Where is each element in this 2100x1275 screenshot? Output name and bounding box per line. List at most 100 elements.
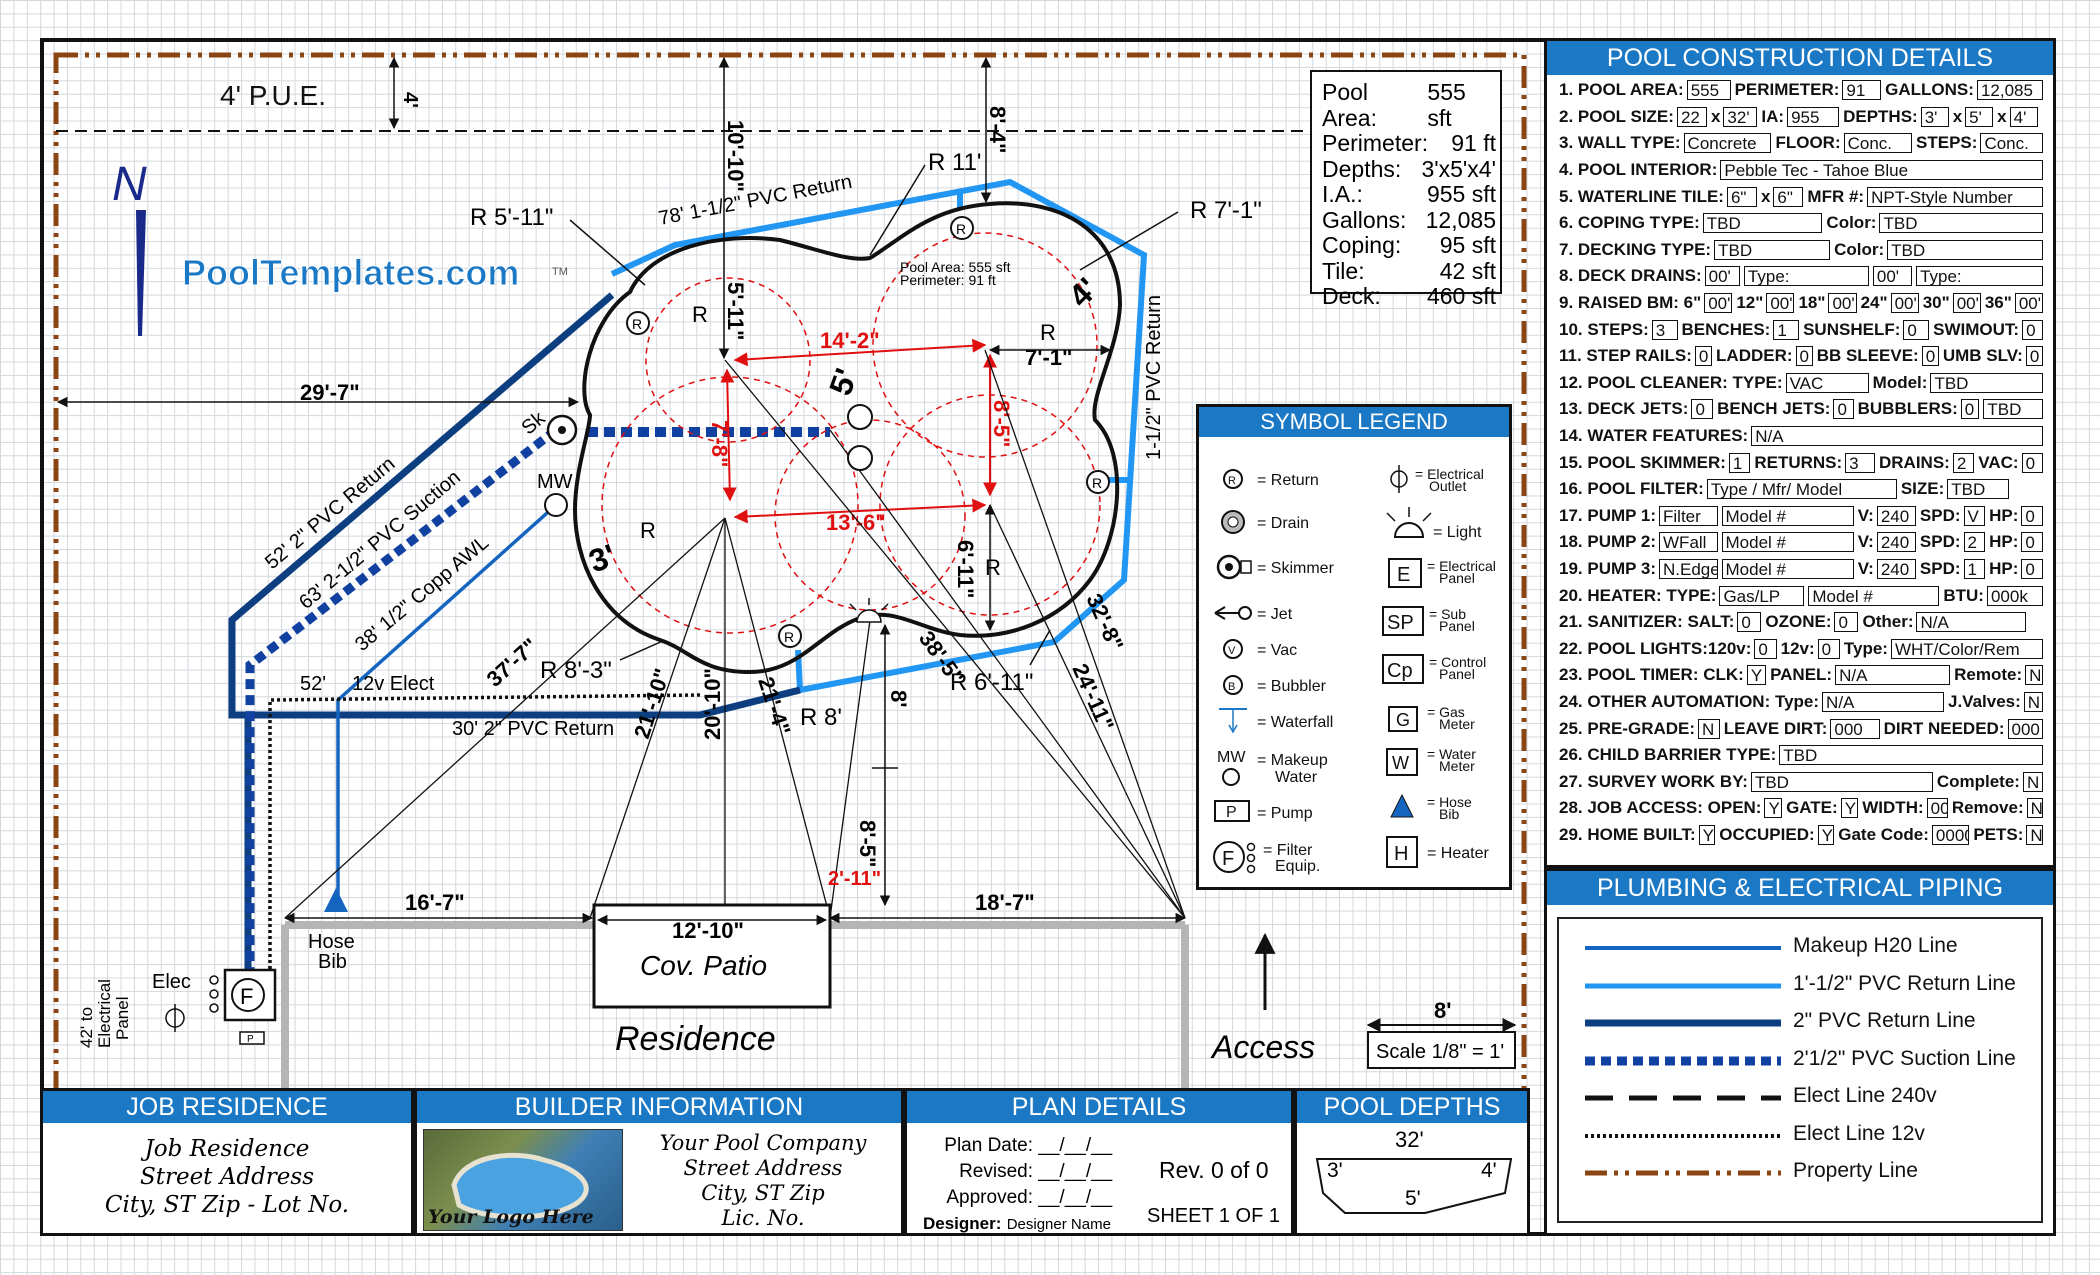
detail-field[interactable]: 00' <box>1704 266 1740 287</box>
detail-field[interactable]: 0 <box>1795 346 1813 367</box>
detail-field[interactable]: Concrete <box>1683 133 1772 154</box>
detail-field[interactable]: 955 <box>1787 106 1840 127</box>
detail-field[interactable]: 91 <box>1842 80 1882 101</box>
detail-field[interactable]: 000k <box>1986 585 2043 606</box>
detail-field[interactable]: 0 <box>2021 532 2043 553</box>
detail-field[interactable]: 240 <box>1876 532 1916 553</box>
detail-field[interactable]: Y <box>1746 665 1767 686</box>
detail-field[interactable]: N <box>2023 691 2043 712</box>
detail-field[interactable]: 2 <box>1952 452 1975 473</box>
detail-field[interactable]: Type: <box>1916 266 2043 287</box>
detail-field[interactable]: Type / Mfr/ Model <box>1706 479 1897 500</box>
detail-field[interactable]: 0 <box>1754 638 1777 659</box>
detail-field[interactable]: 12,085 <box>1976 80 2044 101</box>
detail-field[interactable]: 0 <box>2022 319 2043 340</box>
detail-field[interactable]: 00' <box>1890 293 1919 314</box>
detail-field[interactable]: TBD <box>1714 239 1831 260</box>
detail-field[interactable]: TBD <box>1947 479 2010 500</box>
detail-field[interactable]: Model # <box>1721 505 1854 526</box>
detail-field[interactable]: 0 <box>1903 319 1930 340</box>
scale-label: Scale 1/8" = 1' <box>1376 1041 1504 1063</box>
detail-field[interactable]: TBD <box>1930 372 2043 393</box>
detail-label: DRAINS: <box>1879 452 1950 472</box>
radius-11: R 11' <box>928 149 982 176</box>
detail-field[interactable]: N/A <box>1751 426 2043 447</box>
detail-field[interactable]: 0 <box>1833 399 1854 420</box>
summary-value: 555 sft <box>1427 79 1466 131</box>
detail-field[interactable]: TBD <box>1702 213 1823 234</box>
detail-field[interactable]: Conc. <box>1980 133 2043 154</box>
detail-field[interactable]: 32' <box>1723 106 1758 127</box>
detail-field[interactable]: 0 <box>1737 612 1762 633</box>
detail-field[interactable]: 00' <box>1952 293 1981 314</box>
detail-field[interactable]: Model # <box>1721 558 1854 579</box>
detail-field[interactable]: WFall <box>1659 532 1718 553</box>
detail-field[interactable]: 22 <box>1676 106 1707 127</box>
detail-field[interactable]: N <box>2025 665 2043 686</box>
detail-field[interactable]: 0 <box>1817 638 1840 659</box>
detail-field[interactable]: 240 <box>1876 558 1916 579</box>
detail-field[interactable]: 1 <box>1728 452 1751 473</box>
detail-field[interactable]: N <box>1698 718 1720 739</box>
detail-label: BENCHES: <box>1681 319 1771 339</box>
detail-field[interactable]: Pebble Tec - Tahoe Blue <box>1720 160 2043 181</box>
detail-field[interactable]: Type: <box>1743 266 1869 287</box>
detail-field[interactable]: 0 <box>1694 346 1713 367</box>
detail-field[interactable]: TBD <box>1779 745 2043 766</box>
detail-field[interactable]: 6" <box>1726 186 1757 207</box>
detail-field[interactable]: Y <box>1817 824 1835 845</box>
detail-field[interactable]: 0 <box>1921 346 1939 367</box>
detail-field[interactable]: Model # <box>1721 532 1854 553</box>
detail-field[interactable]: N <box>2022 771 2043 792</box>
detail-field[interactable]: WHT/Color/Rem <box>1890 638 2043 659</box>
gas-meter-glyph: G <box>1396 710 1410 730</box>
detail-field[interactable]: 0000 <box>1931 824 1970 845</box>
detail-field[interactable]: TBD <box>1983 399 2043 420</box>
detail-field[interactable]: N/A <box>1822 691 1944 712</box>
detail-field[interactable]: 1 <box>1773 319 1800 340</box>
detail-field[interactable]: 0 <box>2021 505 2043 526</box>
detail-field[interactable]: 0 <box>2021 558 2043 579</box>
detail-field[interactable]: Model # <box>1808 585 1940 606</box>
detail-field[interactable]: TBD <box>1750 771 1933 792</box>
detail-field[interactable]: 0 <box>2021 452 2044 473</box>
detail-field[interactable]: 00' <box>1704 293 1733 314</box>
detail-field[interactable]: Y <box>1840 798 1859 819</box>
detail-field[interactable]: 2 <box>1963 532 1986 553</box>
detail-field[interactable]: V <box>1963 505 1986 526</box>
detail-field[interactable]: N.Edge <box>1659 558 1718 579</box>
detail-field[interactable]: Y <box>1698 824 1716 845</box>
detail-field[interactable]: Conc. <box>1843 133 1913 154</box>
detail-field[interactable]: 0 <box>1691 399 1714 420</box>
detail-field[interactable]: N/A <box>1835 665 1951 686</box>
detail-field[interactable]: 4' <box>2009 106 2038 127</box>
detail-field[interactable]: 0 <box>2025 346 2043 367</box>
detail-field[interactable]: 3 <box>1651 319 1678 340</box>
detail-field[interactable]: N/A <box>1916 612 2027 633</box>
detail-field[interactable]: 5' <box>1965 106 1994 127</box>
detail-field[interactable]: 555 <box>1686 80 1731 101</box>
detail-field[interactable]: VAC <box>1785 372 1869 393</box>
detail-field[interactable]: 0 <box>1960 399 1980 420</box>
detail-field[interactable]: 00' <box>1872 266 1913 287</box>
detail-field[interactable]: 240 <box>1876 505 1916 526</box>
detail-field[interactable]: 00 <box>1926 798 1948 819</box>
detail-field[interactable]: 3' <box>1920 106 1949 127</box>
detail-field[interactable]: 6" <box>1773 186 1804 207</box>
detail-field[interactable]: 000 <box>2007 718 2043 739</box>
detail-field[interactable]: TBD <box>1879 213 2043 234</box>
detail-field[interactable]: 3 <box>1845 452 1875 473</box>
detail-field[interactable]: Gas/LP <box>1719 585 1805 606</box>
detail-field[interactable]: 00' <box>2014 293 2043 314</box>
detail-field[interactable]: 000 <box>1830 718 1880 739</box>
detail-field[interactable]: Y <box>1764 798 1783 819</box>
detail-field[interactable]: 0 <box>1834 612 1859 633</box>
detail-field[interactable]: 00' <box>1766 293 1795 314</box>
detail-field[interactable]: NPT-Style Number <box>1867 186 2043 207</box>
detail-field[interactable]: TBD <box>1887 239 2043 260</box>
detail-field[interactable]: N <box>2026 798 2043 819</box>
detail-field[interactable]: N <box>2026 824 2044 845</box>
detail-field[interactable]: 1 <box>1963 558 1986 579</box>
detail-field[interactable]: Filter <box>1659 505 1718 526</box>
detail-field[interactable]: 00' <box>1828 293 1857 314</box>
